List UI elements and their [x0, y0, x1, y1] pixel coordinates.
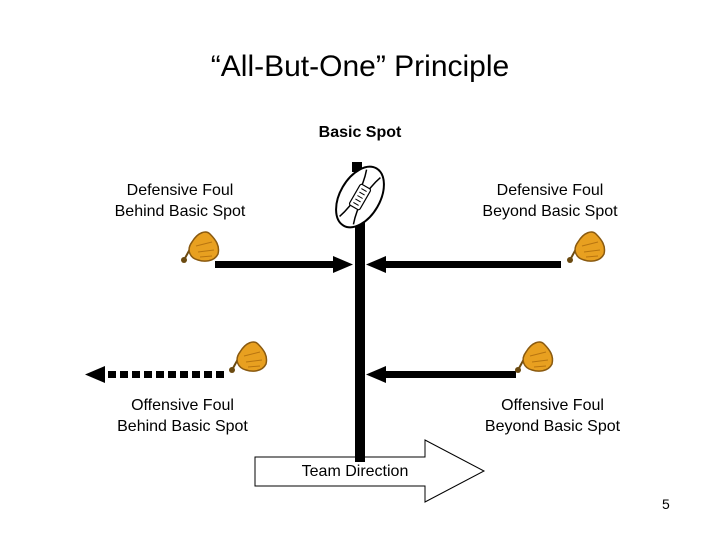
team-direction-label: Team Direction — [255, 461, 455, 482]
penalty-flag-icon — [181, 232, 219, 263]
offensive-beyond-arrow — [366, 366, 516, 383]
defensive-behind-arrow — [215, 256, 353, 273]
offensive-behind-dotted-arrow — [85, 366, 224, 383]
football-icon — [326, 158, 394, 235]
defensive-beyond-arrow — [366, 256, 561, 273]
penalty-flag-icon — [515, 342, 553, 373]
penalty-flag-icon — [229, 342, 267, 373]
penalty-flag-icon — [567, 232, 605, 263]
page-number: 5 — [662, 496, 670, 512]
center-line — [355, 222, 365, 462]
